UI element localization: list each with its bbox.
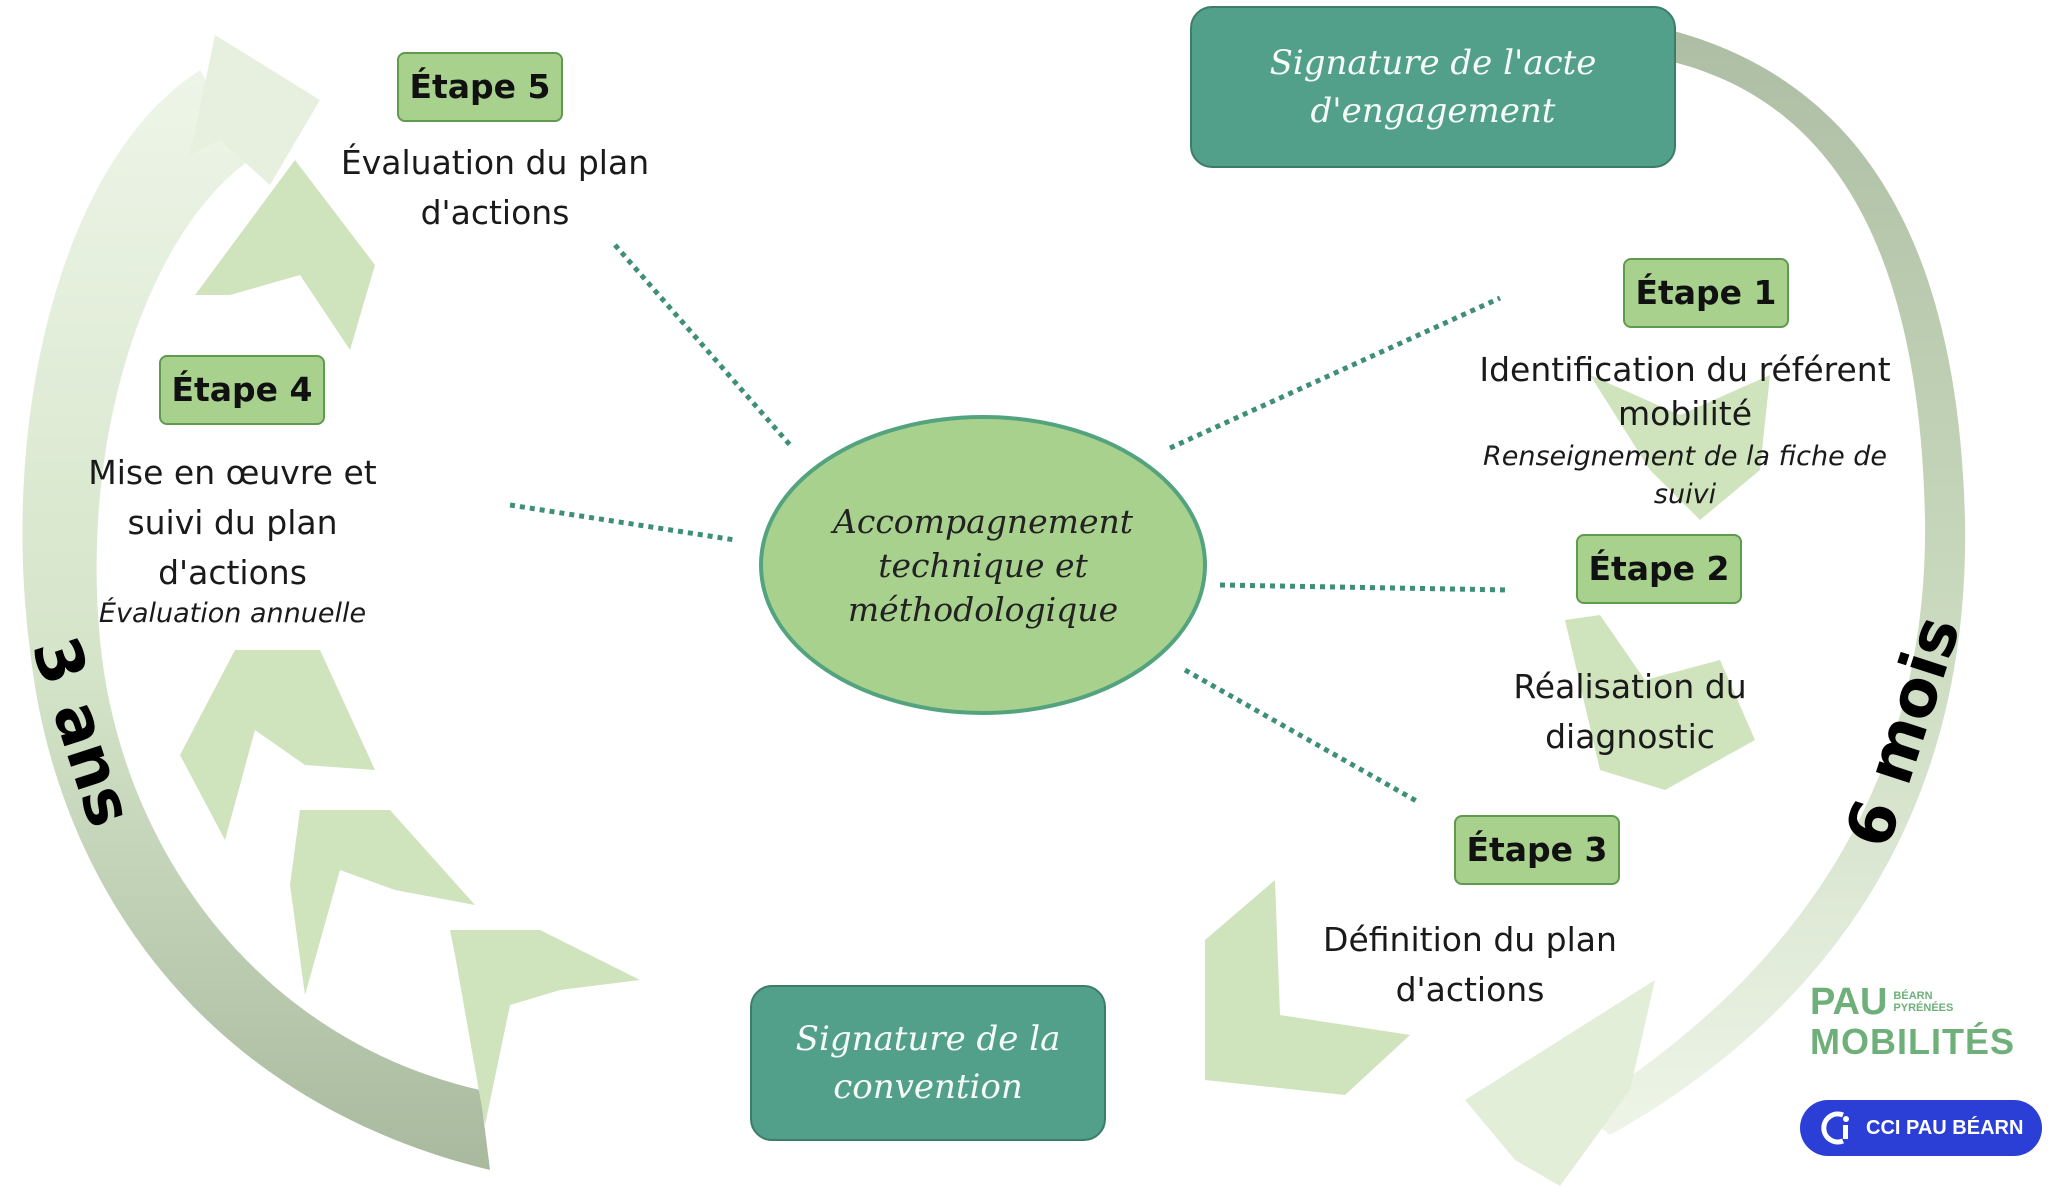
step-4-line: suivi du plan [127, 503, 338, 542]
step-4-line: Mise en œuvre et [88, 453, 377, 492]
cci-label: CCI PAU BÉARN [1866, 1116, 2024, 1139]
center-ellipse [759, 415, 1207, 715]
step-4-description: Mise en œuvre et suivi du plan d'actions [65, 448, 400, 598]
left-chevrons [180, 160, 640, 1125]
pau-mobilites-word: MOBILITÉS [1810, 1021, 2015, 1062]
cci-pau-bearn-logo: CCI PAU BÉARN [1800, 1100, 2042, 1156]
step-4-subtext: Évaluation annuelle [65, 595, 400, 633]
step-1-line: mobilité [1617, 394, 1753, 433]
step-4-sub-line: Évaluation annuelle [98, 598, 367, 629]
step-4-badge: Étape 4 [159, 355, 325, 425]
signature-engagement-line: Signature de l'acte [1269, 43, 1597, 83]
center-line: méthodologique [847, 590, 1119, 629]
step-5-badge: Étape 5 [397, 52, 563, 122]
pau-mobilites-main: PAU [1810, 981, 1888, 1023]
step-3-line: Définition du plan [1323, 920, 1617, 959]
signature-engagement-box: Signature de l'acte d'engagement [1190, 6, 1676, 168]
step-2-line: Réalisation du [1513, 667, 1747, 706]
step-1-description: Identification du référent mobilité [1475, 348, 1895, 436]
signature-convention-line: convention [833, 1067, 1023, 1107]
step-2-description: Réalisation du diagnostic [1475, 662, 1785, 762]
pau-mobilites-logo: PAU BÉARN PYRÉNÉES MOBILITÉS [1810, 980, 2035, 1070]
signature-engagement-line: d'engagement [1310, 91, 1556, 131]
step-1-subtext: Renseignement de la fiche de suivi [1475, 438, 1895, 514]
step-5-line: Évaluation du plan [340, 143, 650, 182]
center-label: Accompagnement technique et méthodologiq… [793, 500, 1173, 632]
step-3-badge: Étape 3 [1454, 815, 1620, 885]
step-2-line: diagnostic [1545, 717, 1715, 756]
step-1-badge: Étape 1 [1623, 258, 1789, 328]
step-1-sub-line: suivi [1653, 479, 1717, 510]
cci-icon [1821, 1111, 1849, 1145]
right-cycle-arrow [1465, 30, 1966, 1186]
step-1-line: Identification du référent [1479, 350, 1891, 389]
signature-convention-box: Signature de la convention [750, 985, 1106, 1141]
left-cycle-arrow [22, 35, 490, 1170]
signature-convention-line: Signature de la [795, 1019, 1061, 1059]
right-chevrons [1205, 375, 1770, 1095]
center-line: technique et [878, 546, 1088, 585]
step-1-sub-line: Renseignement de la fiche de [1482, 441, 1888, 472]
dotted-connectors [509, 243, 1511, 806]
step-4-line: d'actions [158, 553, 307, 592]
step-5-line: d'actions [420, 193, 570, 232]
step-3-description: Définition du plan d'actions [1300, 915, 1640, 1015]
step-5-description: Évaluation du plan d'actions [320, 138, 670, 238]
step-2-badge: Étape 2 [1576, 534, 1742, 604]
center-line: Accompagnement [833, 502, 1133, 541]
pau-mobilites-tag2: PYRÉNÉES [1893, 1002, 1954, 1014]
step-3-line: d'actions [1395, 970, 1545, 1009]
pau-mobilites-tag1: BÉARN [1893, 990, 1933, 1002]
